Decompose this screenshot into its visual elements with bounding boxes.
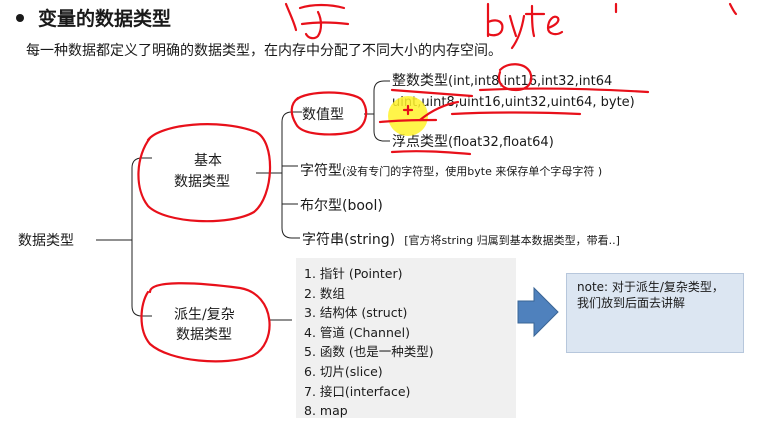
list-item: 5. 函数 (也是一种类型): [304, 344, 434, 360]
string-note: [官方将string 归属到基本数据类型，带看..]: [404, 234, 620, 247]
basic-label-line1: 基本: [194, 153, 222, 169]
list-item: 8. map: [304, 403, 348, 419]
integer-row: 整数类型(int,int8,int16,int32,int64: [392, 70, 612, 90]
char-label: 字符型: [300, 163, 342, 179]
float-row: 浮点类型(float32,float64): [392, 131, 554, 151]
root-label: 数据类型: [18, 233, 74, 249]
char-row: 字符型(没有专门的字符型，使用byte 来保存单个字母字符 ): [300, 160, 602, 180]
bullet-icon: [16, 13, 24, 22]
list-item: 2. 数组: [304, 285, 345, 301]
integer-types: (int,int8,int16,int32,int64: [448, 74, 613, 89]
float-types: (float32,float64): [448, 135, 554, 150]
list-item: 6. 切片(slice): [304, 363, 383, 379]
char-note: (没有专门的字符型，使用byte 来保存单个字母字符 ): [342, 165, 603, 178]
string-label: 字符串(string): [302, 232, 396, 248]
derived-label-line2: 数据类型: [176, 327, 232, 343]
title-text: 变量的数据类型: [38, 8, 172, 30]
list-item: 3. 结构体 (struct): [304, 305, 408, 321]
numeric-label: 数值型: [302, 107, 344, 123]
integer-label: 整数类型: [392, 73, 448, 89]
list-item: 1. 指针 (Pointer): [304, 266, 403, 281]
derived-types-list: 1. 指针 (Pointer) 2. 数组 3. 结构体 (struct) 4.…: [304, 264, 434, 421]
float-label: 浮点类型: [392, 134, 448, 150]
unsigned-types: uint,uint8,uint16,uint32,uint64, byte): [392, 95, 635, 110]
list-item: 4. 管道 (Channel): [304, 324, 410, 340]
page-title: 变量的数据类型: [16, 4, 171, 31]
subtitle: 每一种数据都定义了明确的数据类型，在内存中分配了不同大小的内存空间。: [26, 43, 502, 59]
derived-label-line1: 派生/复杂: [174, 307, 235, 323]
basic-label-line2: 数据类型: [174, 174, 230, 190]
note-box: note: 对于派生/复杂类型，我们放到后面去讲解: [566, 273, 744, 353]
string-row: 字符串(string) [官方将string 归属到基本数据类型，带看..]: [302, 229, 620, 249]
bool-label: 布尔型(bool): [300, 198, 383, 214]
derived-types-panel: [296, 258, 516, 418]
list-item: 7. 接口(interface): [304, 383, 411, 399]
